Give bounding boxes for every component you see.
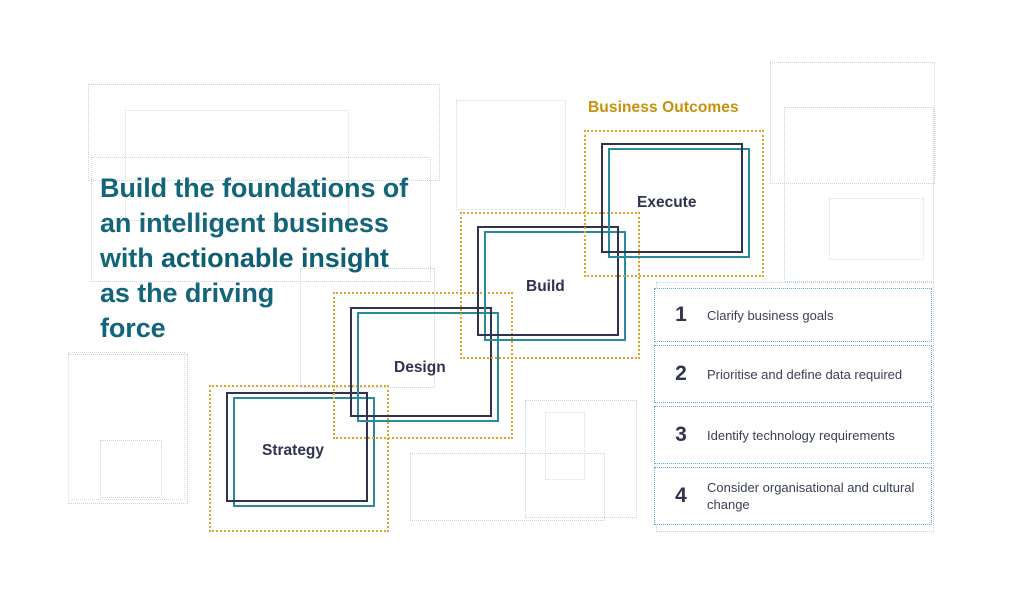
stage-build-label: Build — [526, 278, 565, 295]
decorative-rectangle — [100, 440, 162, 498]
stage-strategy-outline — [209, 385, 389, 532]
business-outcomes-label: Business Outcomes — [588, 99, 739, 116]
list-item[interactable]: 2 Prioritise and define data required — [654, 345, 932, 403]
decorative-rectangle — [770, 62, 935, 184]
decorative-rectangle — [829, 198, 924, 260]
stage-build-navy-frame — [477, 226, 619, 336]
list-item[interactable]: 3 Identify technology requirements — [654, 406, 932, 464]
stage-strategy-teal-frame — [233, 397, 375, 507]
stage-build-outline — [460, 212, 640, 359]
list-item[interactable]: 4 Consider organisational and cultural c… — [654, 467, 932, 525]
stage-execute-outline — [584, 130, 764, 277]
decorative-rectangle — [68, 352, 185, 500]
list-item-label: Clarify business goals — [707, 307, 834, 323]
decorative-rectangle — [784, 107, 934, 282]
headline-line-2: an intelligent business — [100, 208, 389, 238]
list-item-label: Consider organisational and cultural cha… — [707, 480, 915, 512]
headline-emphasis: actionable insight — [161, 243, 389, 273]
headline-line-5: force — [100, 313, 166, 343]
stage-strategy-label: Strategy — [262, 442, 325, 459]
page-title: Build the foundations of an intelligent … — [100, 171, 450, 346]
headline-line-3-prefix: with — [100, 243, 161, 273]
decorative-rectangle — [525, 400, 637, 518]
list-item-number: 2 — [675, 362, 687, 385]
stage-execute-label: Execute — [637, 194, 697, 211]
stage-build-teal-frame — [484, 231, 626, 341]
stage-design-navy-frame — [350, 307, 492, 417]
stage-design-teal-frame — [357, 312, 499, 422]
stage-strategy-navy-frame — [226, 392, 368, 502]
list-item-number: 3 — [675, 423, 687, 446]
stage-design-label: Design — [394, 359, 446, 376]
headline-line-4: as the driving — [100, 278, 275, 308]
list-item[interactable]: 1 Clarify business goals — [654, 288, 932, 342]
decorative-rectangle — [410, 453, 605, 521]
list-item-number: 4 — [675, 484, 687, 507]
list-item-number: 1 — [675, 303, 687, 326]
decorative-rectangle — [456, 100, 566, 210]
decorative-rectangle — [545, 412, 585, 480]
stage-execute-navy-frame — [601, 143, 743, 253]
stage-design-outline — [333, 292, 513, 439]
list-item-label: Prioritise and define data required — [707, 366, 903, 382]
decorative-rectangle — [88, 84, 440, 181]
headline-line-1: Build the foundations of — [100, 173, 409, 203]
stage-execute-teal-frame — [608, 148, 750, 258]
decorative-rectangle — [68, 354, 188, 504]
list-item-label: Identify technology requirements — [707, 427, 895, 443]
outcomes-checklist: 1 Clarify business goals 2 Prioritise an… — [654, 288, 932, 528]
